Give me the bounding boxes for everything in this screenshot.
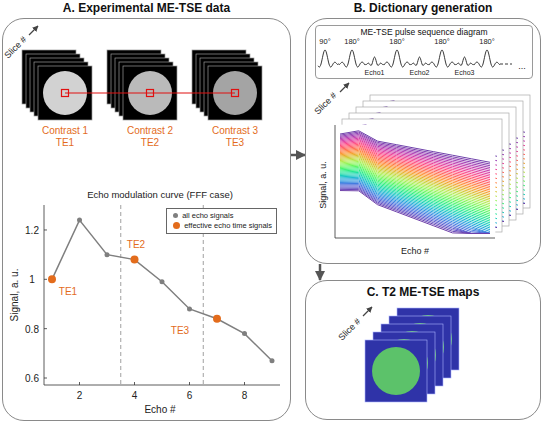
contrast-label: Contrast 1 TE1 — [34, 125, 96, 148]
echo-label: Echo2 — [410, 69, 430, 77]
ellipsis: ... — [518, 62, 526, 72]
dictionary-plot — [335, 125, 495, 238]
panel-heading: C. T2 ME-TSE maps — [306, 281, 540, 299]
flow-arrow — [319, 264, 322, 280]
chart-title: Echo modulation curve (FFF case) — [87, 190, 233, 200]
slice-arrow — [29, 26, 38, 35]
axis-name: Echo # — [401, 247, 429, 257]
slice-arrow — [363, 307, 372, 316]
panel-heading: B. Dictionary generation — [305, 0, 541, 15]
panel: B. Dictionary generationME-TSE pulse seq… — [305, 0, 541, 264]
contrast-label: Contrast 3 TE3 — [204, 125, 266, 148]
legend-entry: effective echo time signals — [171, 221, 272, 231]
t2-map — [365, 340, 427, 402]
axis-name: Slice # — [337, 317, 363, 343]
echo-label: Echo3 — [455, 69, 475, 77]
pulse-label: 90° — [319, 38, 330, 46]
panel: C. T2 ME-TSE maps — [305, 280, 541, 420]
echo-chart — [44, 205, 280, 385]
tick-label: 2 — [77, 390, 83, 401]
image-stack — [192, 50, 262, 120]
axis-name: Slice # — [313, 91, 339, 117]
legend-box: all echo signalseffective echo time sign… — [166, 208, 277, 234]
flow-arrow — [291, 154, 305, 157]
legend-swatch — [173, 222, 180, 229]
box-title: ME-TSE pulse sequence diagram — [316, 26, 532, 37]
contrast-label: Contrast 2 TE2 — [119, 125, 181, 148]
point-label: TE3 — [171, 325, 189, 336]
slice-arrow — [340, 83, 349, 92]
panel-frame — [305, 18, 541, 264]
axis-name: Signal, a. u. — [319, 161, 329, 209]
tick-label: 1 — [29, 274, 35, 285]
legend-text: effective echo time signals — [184, 221, 272, 231]
pulse-train — [318, 50, 500, 67]
image-stack — [22, 50, 92, 120]
tick-label: 6 — [187, 390, 193, 401]
profile-line — [65, 92, 235, 93]
echo-label: Echo1 — [365, 69, 385, 77]
pulse-continuation — [500, 64, 512, 65]
roi-marker — [62, 90, 69, 97]
panel-heading: A. Experimental ME-TSE data — [2, 0, 291, 15]
point-label: TE1 — [59, 286, 77, 297]
tick-label: 0.6 — [25, 373, 39, 384]
axis-name: Signal, a. u. — [9, 269, 20, 322]
tick-label: 0.8 — [25, 323, 39, 334]
roi-marker — [232, 90, 239, 97]
pulse-label: 180° — [344, 38, 360, 46]
roi-marker — [147, 90, 154, 97]
pulse-label: 180° — [389, 38, 405, 46]
tick-label: 8 — [242, 390, 248, 401]
legend-entry: all echo signals — [171, 211, 272, 221]
pulse-label: 180° — [434, 38, 450, 46]
tick-label: 1.2 — [25, 224, 39, 235]
point-label: TE2 — [127, 239, 145, 250]
image-stack — [107, 50, 177, 120]
legend-swatch — [173, 213, 178, 218]
legend-text: all echo signals — [182, 211, 233, 221]
tick-label: 4 — [132, 390, 138, 401]
axis-name: Echo # — [144, 404, 175, 415]
pulse-label: 180° — [479, 38, 495, 46]
